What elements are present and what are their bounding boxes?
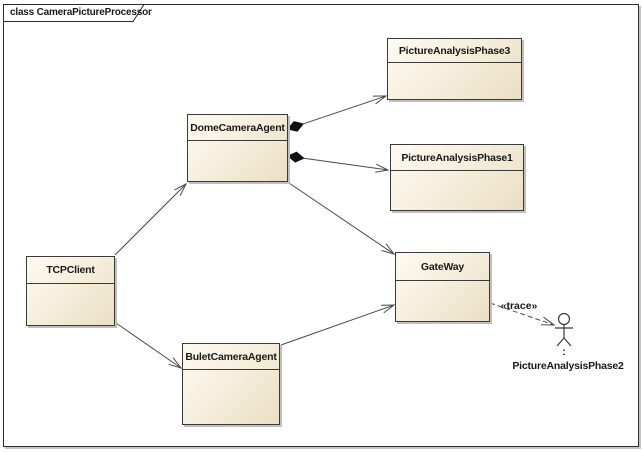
class-box-tcpclient[interactable]: TCPClient <box>26 256 115 326</box>
edge-tcpclient-buletcameraagent[interactable] <box>115 322 183 369</box>
class-box-buletcameraagent[interactable]: BuletCameraAgent <box>182 343 280 425</box>
class-name: PictureAnalysisPhase3 <box>388 39 521 63</box>
edge-buletcameraagent-gateway[interactable] <box>280 304 396 346</box>
actor-figure-pictureanalysisphase2[interactable] <box>555 312 573 347</box>
edge-gateway-trace-actor[interactable] <box>489 302 556 326</box>
class-name: DomeCameraAgent <box>188 115 287 141</box>
class-box-pictureanalysisphase3[interactable]: PictureAnalysisPhase3 <box>387 38 522 100</box>
class-name: PictureAnalysisPhase1 <box>391 145 523 171</box>
diagram-frame-title: class CameraPictureProcessor <box>10 7 152 18</box>
edge-domecameraagent-gateway[interactable] <box>288 182 396 255</box>
actor-instance-colon: : <box>562 346 566 358</box>
diagram-frame <box>3 4 639 447</box>
edge-domecameraagent-pictureanalysisphase3[interactable] <box>287 95 388 132</box>
class-box-pictureanalysisphase1[interactable]: PictureAnalysisPhase1 <box>390 144 524 211</box>
class-name: BuletCameraAgent <box>183 344 279 370</box>
class-name: GateWay <box>396 253 489 281</box>
class-box-gateway[interactable]: GateWay <box>395 252 490 322</box>
actor-name-label: PictureAnalysisPhase2 <box>512 360 624 372</box>
frame-title-tab <box>3 4 145 22</box>
edge-tcpclient-domecameraagent[interactable] <box>114 182 188 256</box>
class-box-domecameraagent[interactable]: DomeCameraAgent <box>187 114 288 182</box>
class-name: TCPClient <box>27 257 114 284</box>
edge-domecameraagent-pictureanalysisphase1[interactable] <box>287 151 390 173</box>
trace-stereotype-label: «trace» <box>500 300 538 312</box>
